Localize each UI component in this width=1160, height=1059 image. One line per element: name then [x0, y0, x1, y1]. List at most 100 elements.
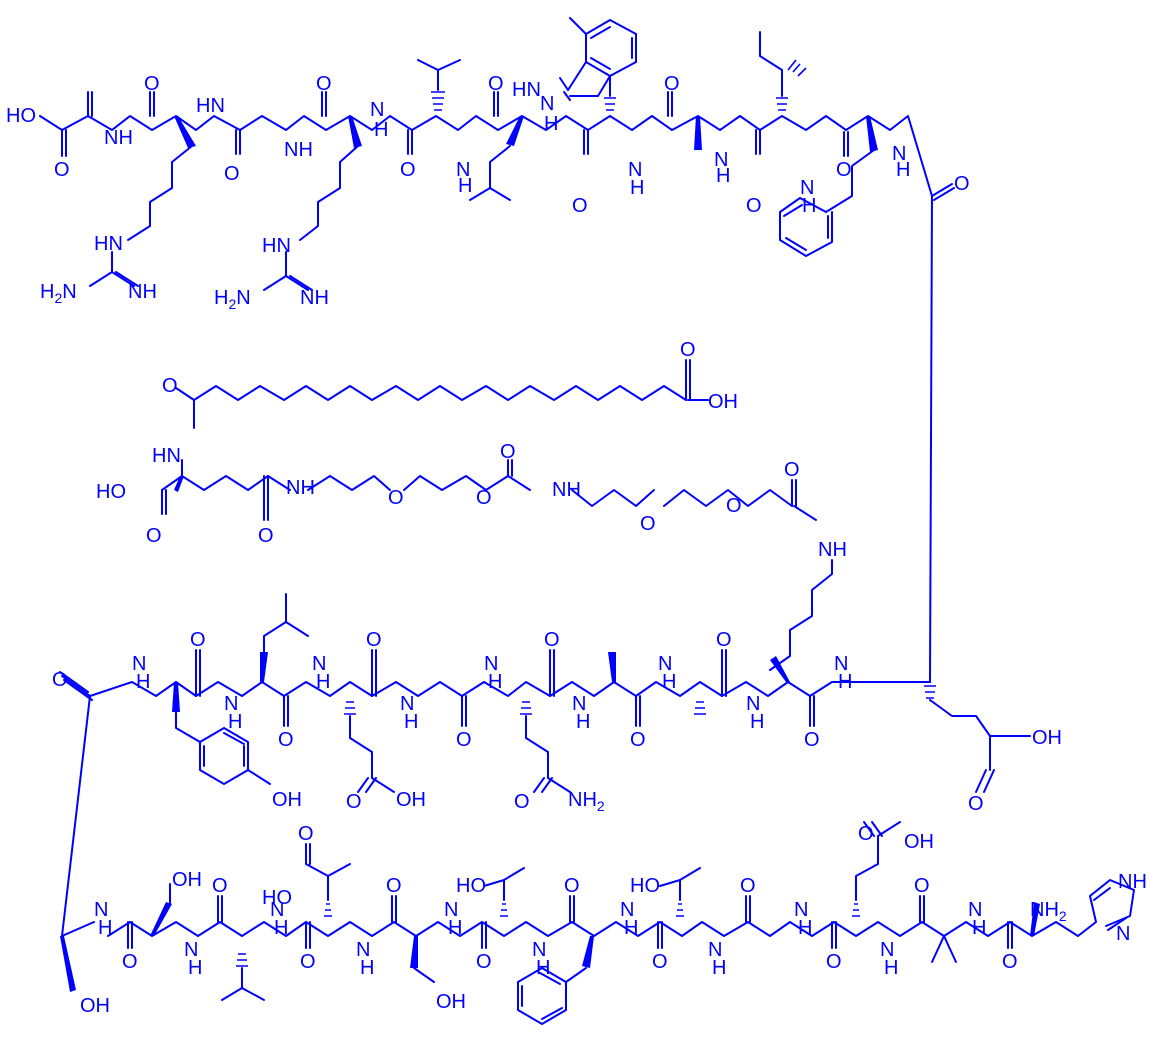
glu14-o-label: O	[366, 629, 382, 651]
row4-backbone	[61, 895, 1079, 949]
leu13-nh-h-label: H	[228, 711, 242, 733]
ser7-oh-label: OH	[436, 991, 466, 1013]
gln16-o-label: O	[544, 629, 560, 651]
gly28-o-label: O	[224, 163, 240, 185]
ala17-nh-h-label: H	[576, 711, 590, 733]
arg27-nh2-label: H2N	[214, 287, 251, 312]
linker-acyl-o-label: O	[162, 375, 178, 397]
his-o-label: O	[1002, 951, 1018, 973]
leu25-sidechain	[469, 116, 524, 201]
phe21-nh-label: N	[892, 143, 906, 165]
lys19-nh-label: N	[746, 693, 760, 715]
thr4-sidechain	[659, 867, 701, 917]
ile22-nh-h-label: H	[802, 195, 816, 217]
thr6-nh-h-label: H	[536, 957, 550, 979]
glu20-backbone-link	[924, 195, 1031, 793]
aib1-nh-label: N	[968, 899, 982, 921]
asp8-acid-o-label: O	[298, 823, 314, 845]
arg29-nh-label: HN	[196, 95, 225, 117]
ser7-nh-h-label: H	[448, 917, 462, 939]
his-ring-n-label: N	[1116, 923, 1130, 945]
ser7-sidechain	[410, 936, 435, 983]
arg27-o-label: O	[316, 73, 332, 95]
gly3-nh-h-label: H	[798, 917, 812, 939]
leu25-o-label: O	[488, 73, 504, 95]
asp8-o-label: O	[300, 951, 316, 973]
asp8-acid-oh-label: HO	[262, 887, 292, 909]
glu14-sidechain	[344, 701, 395, 793]
ala18-sidechain	[608, 652, 616, 682]
ala23-nh-label: N	[714, 149, 728, 171]
glu20-acid-oh-label: OH	[1032, 727, 1062, 749]
glu20-o-label: O	[954, 173, 970, 195]
leu13-o-label: O	[278, 729, 294, 751]
trp24-nh-h-label: H	[630, 177, 644, 199]
linker-labels: O O OH HN HO O O NH O O O NH O O O NH	[96, 339, 847, 561]
thr4-o-label: O	[652, 951, 668, 973]
arg27-imine-label: NH	[300, 287, 329, 309]
gln16-nh-label: N	[484, 653, 498, 675]
val26-o-label: O	[400, 159, 416, 181]
arg29-nh2-label: H2N	[40, 281, 77, 306]
arg27-nh-label: N	[370, 99, 384, 121]
linker-glu-amide-o-label: O	[258, 525, 274, 547]
ser11-o-label: O	[52, 669, 68, 691]
phe5-nh-h-label: H	[624, 917, 638, 939]
linker-acid-oh-label: OH	[708, 391, 738, 413]
thr4-nh-label: N	[708, 939, 722, 961]
ile22-sidechain	[759, 31, 807, 111]
ala23-o-label: O	[664, 73, 680, 95]
ala18-nh-label: N	[658, 653, 672, 675]
row3-labels: O N H O OH N H O N H O O OH N H O N H O …	[52, 629, 1062, 815]
gln16-amide-o-label: O	[514, 791, 530, 813]
his-sidechain	[1030, 879, 1135, 937]
aib1-sidechain	[931, 935, 957, 963]
ile22-nh-label: N	[800, 177, 814, 199]
phe5-nh-label: N	[620, 899, 634, 921]
gly3-o-label: O	[740, 875, 756, 897]
tyr12-o-label: O	[190, 629, 206, 651]
val9-nh-label: N	[270, 899, 284, 921]
ala18-o-label: O	[716, 629, 732, 651]
linker-peg1-o2-label: O	[476, 487, 492, 509]
glu2-nh-label: N	[880, 939, 894, 961]
tyr12-nh-h-label: H	[136, 671, 150, 693]
linker-structure	[161, 359, 833, 671]
linker-glu-oh-label: HO	[96, 481, 126, 503]
tyr12-sidechain	[172, 682, 271, 785]
ser11-nh-h-label: H	[98, 917, 112, 939]
glu14-nh-h-label: H	[316, 671, 330, 693]
glu14-acid-o-label: O	[346, 791, 362, 813]
tyr12-nh-label: N	[132, 653, 146, 675]
ser11-backbone-link	[60, 695, 91, 992]
arg27-nh-h-label: H	[374, 119, 388, 141]
phe5-sidechain	[517, 936, 594, 1025]
val9-sidechain	[221, 953, 265, 1001]
glu14-nh-label: N	[312, 653, 326, 675]
thr6-sidechain	[483, 867, 525, 917]
phe21-nh-h-label: H	[896, 159, 910, 181]
phe21-o-label: O	[836, 159, 852, 181]
arg29-sidechain	[89, 116, 196, 287]
trp24-sidechain	[559, 17, 637, 111]
gly28-nh-label: NH	[284, 139, 313, 161]
val9-nh-h-label: H	[274, 917, 288, 939]
thr4-nh-h-label: H	[712, 957, 726, 979]
ser7-o-label: O	[386, 875, 402, 897]
gly15-o-label: O	[456, 729, 472, 751]
val26-nh-h-label: H	[458, 175, 472, 197]
arg27-gua-nh-label: HN	[262, 235, 291, 257]
leu13-sidechain	[260, 593, 309, 682]
leu25-nh-h-label: H	[544, 113, 558, 135]
ala18-nh-h-label: H	[662, 671, 676, 693]
asp8-nh-label: N	[356, 939, 370, 961]
aib1-o-label: O	[914, 875, 930, 897]
gln16-nh-h-label: H	[488, 671, 502, 693]
gln16-amide-nh2-label: NH2	[568, 789, 605, 814]
leu13-nh-label: N	[224, 693, 238, 715]
ile22-o-label: O	[746, 195, 762, 217]
leu25-nh-label: N	[540, 93, 554, 115]
arg29-gua-nh-label: HN	[94, 233, 123, 255]
linker-peg1-co-label: O	[500, 441, 516, 463]
